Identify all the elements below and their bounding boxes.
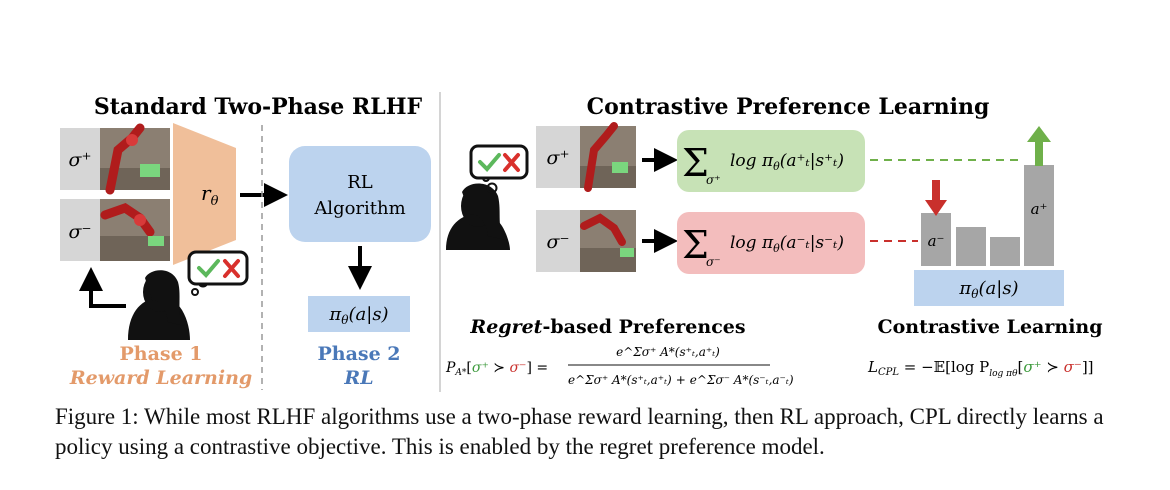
reward-model-shape [173,123,236,265]
bar-a-minus-label: a⁻ [928,232,945,250]
sigma-minus-label: σ⁻ [69,221,92,243]
sigma-minus-trajectory-right: σ⁻ [536,210,636,272]
check-icon [197,259,220,278]
negative-logprob-box [677,212,865,274]
bar-a-plus-label: a⁺ [1031,200,1048,218]
person-icon [446,183,510,250]
sigma-plus-label-box [536,126,580,188]
phase1-title: Phase 1 [119,343,202,365]
cross-icon [503,153,520,172]
sigma-plus-label-box [60,128,100,190]
thought-bubble-left [187,250,249,286]
formula-numerator: e^Σσ⁺ A*(s⁺ₜ,a⁺ₜ) [616,345,720,359]
positive-logprob-term: log πθ(a⁺ₜ|s⁺ₜ) [730,151,844,173]
sum-symbol-minus: Σ [682,223,709,267]
feedback-arrow [79,267,126,308]
bar-3 [990,237,1020,266]
phase1-subtitle: Reward Learning [69,367,252,389]
positive-logprob-box [677,130,865,192]
sigma-plus-trajectory-right: σ⁺ [536,122,636,192]
sum-minus-subscript: σ⁻ [706,255,721,269]
contrastive-learning-title: Contrastive Learning [877,316,1102,338]
person-icon [128,270,190,340]
down-arrow-icon [925,180,947,216]
negative-logprob-term: log πθ(a⁻ₜ|s⁻ₜ) [730,233,844,255]
cpl-loss-formula: LCPL = −𝔼[log Plog πθ[σ⁺ ≻ σ⁻]] [867,358,1094,379]
check-icon [478,153,501,172]
sigma-minus-label-box [536,210,580,272]
rl-algorithm-box [289,146,431,242]
bar-a-minus [921,213,951,266]
policy-label-left: πθ(a|s) [328,304,388,327]
sigma-plus-trajectory: σ⁺ [60,123,170,195]
cross-icon [223,259,240,278]
bar-a-plus [1024,165,1054,266]
sigma-minus-trajectory: σ⁻ [60,199,170,261]
regret-preferences-title: Regret-based Preferences [469,316,745,338]
formula-denominator: e^Σσ⁺ A*(s⁺ₜ,a⁺ₜ)+e^Σσ⁻ A*(s⁻ₜ,a⁻ₜ) [568,373,794,387]
rl-box-line2: Algorithm [313,198,405,219]
robot-arm-image [100,199,170,261]
up-arrow-icon [1027,126,1051,166]
robot-arm-image [580,122,636,192]
policy-box-left [308,296,410,332]
figure-caption: Figure 1: While most RLHF algorithms use… [55,404,1104,459]
phase2-subtitle: RL [343,367,373,389]
reward-model-label: rθ [201,181,219,209]
phase2-title: Phase 2 [317,343,400,365]
thought-dot-left [191,288,199,296]
left-panel-title: Standard Two-Phase RLHF [94,94,423,120]
bar-2 [956,227,986,266]
right-panel-title: Contrastive Preference Learning [587,94,990,120]
regret-formula: PA*[σ⁺ ≻ σ⁻] = e^Σσ⁺ A*(s⁺ₜ,a⁺ₜ) e^Σσ⁺ A… [445,345,794,387]
sigma-minus-label: σ⁻ [547,231,570,253]
policy-box-right [914,270,1064,306]
cpl-figure: Standard Two-Phase RLHF σ⁺ σ⁻ rθ [60,92,1103,392]
robot-arm-image [580,210,636,272]
sigma-minus-label-box [60,199,100,261]
rl-box-line1: RL [347,172,373,193]
thought-dot-right-2 [486,182,498,194]
sigma-plus-label: σ⁺ [69,149,92,171]
thought-bubble-right [469,144,529,180]
sum-plus-subscript: σ⁺ [706,173,721,187]
sum-symbol-plus: Σ [682,141,709,185]
formula-lhs: PA*[σ⁺ ≻ σ⁻] = [445,360,548,378]
sigma-plus-label: σ⁺ [547,147,570,169]
robot-arm-image [100,123,170,195]
policy-label-right: πθ(a|s) [958,278,1018,301]
